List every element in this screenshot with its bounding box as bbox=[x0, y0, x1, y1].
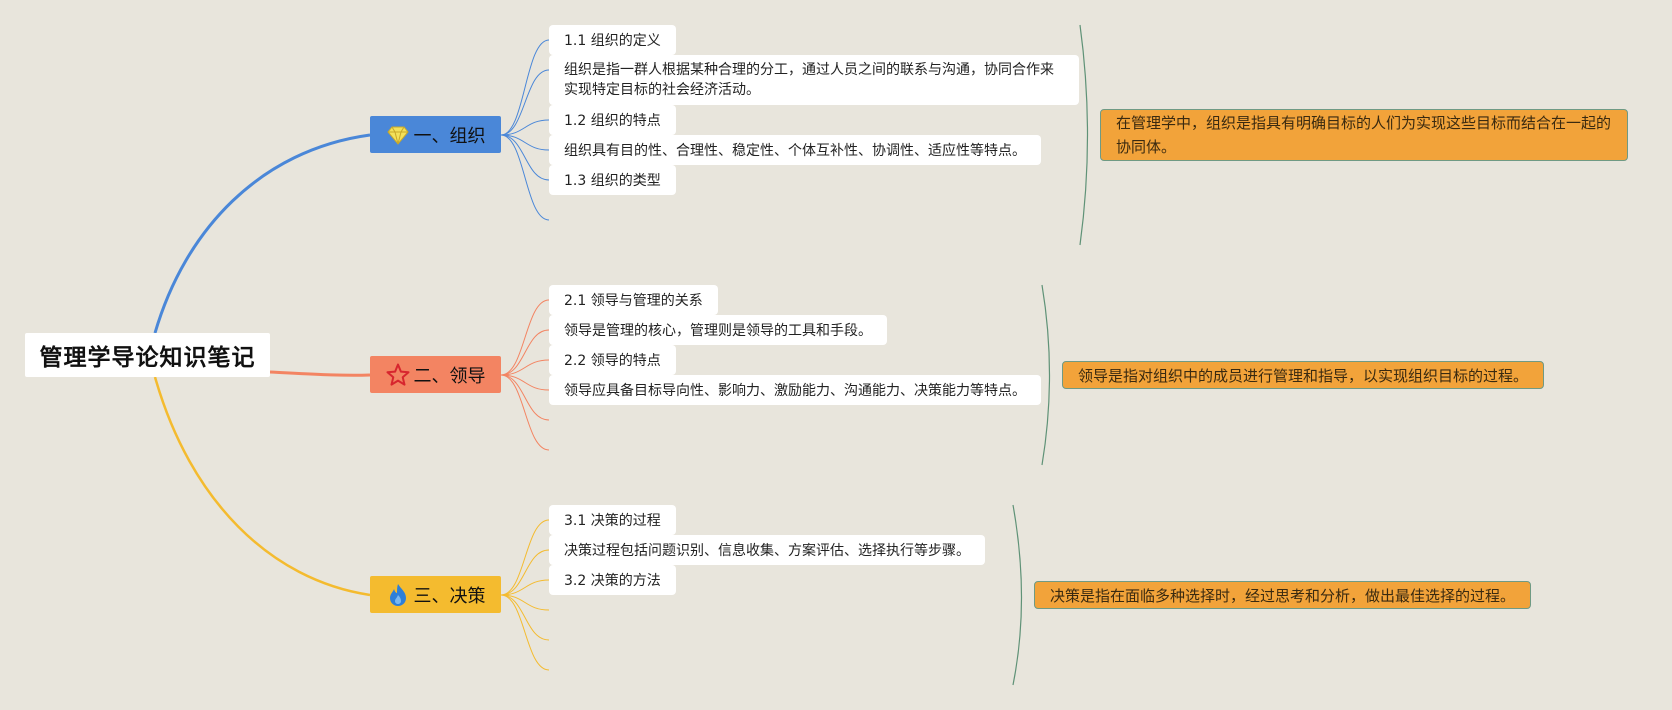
leaf-2-1-detail[interactable]: 领导是管理的核心，管理则是领导的工具和手段。 bbox=[549, 315, 887, 345]
branch-leadership[interactable]: 二、领导 bbox=[370, 356, 501, 393]
branch-decision[interactable]: 三、决策 bbox=[370, 576, 501, 613]
summary-bracket-1 bbox=[1079, 24, 1089, 246]
summary-decision[interactable]: 决策是指在面临多种选择时，经过思考和分析，做出最佳选择的过程。 bbox=[1034, 581, 1532, 609]
leaf-2-2-heading[interactable]: 2.2 领导的特点 bbox=[549, 345, 676, 375]
leaf-1-1-heading[interactable]: 1.1 组织的定义 bbox=[549, 25, 676, 55]
summary-bracket-2 bbox=[1041, 284, 1051, 466]
leaf-1-2-heading[interactable]: 1.2 组织的特点 bbox=[549, 105, 676, 135]
leaf-2-2-detail[interactable]: 领导应具备目标导向性、影响力、激励能力、沟通能力、决策能力等特点。 bbox=[549, 375, 1041, 405]
leaf-1-2-detail[interactable]: 组织具有目的性、合理性、稳定性、个体互补性、协调性、适应性等特点。 bbox=[549, 135, 1041, 165]
leaf-3-1-detail[interactable]: 决策过程包括问题识别、信息收集、方案评估、选择执行等步骤。 bbox=[549, 535, 985, 565]
branch-label: 三、决策 bbox=[413, 585, 486, 607]
branch-label: 二、领导 bbox=[413, 365, 486, 387]
branch3-fan bbox=[500, 519, 550, 671]
summary-bracket-3 bbox=[1012, 504, 1023, 686]
diamond-icon bbox=[386, 123, 410, 147]
summary-leadership[interactable]: 领导是指对组织中的成员进行管理和指导，以实现组织目标的过程。 bbox=[1062, 361, 1545, 389]
branch2-fan bbox=[500, 299, 550, 451]
branch-label: 一、组织 bbox=[413, 125, 486, 147]
leaf-1-1-detail[interactable]: 组织是指一群人根据某种合理的分工，通过人员之间的联系与沟通，协同合作来实现特定目… bbox=[549, 55, 1079, 105]
flame-icon bbox=[386, 583, 410, 607]
branch1-fan bbox=[500, 39, 550, 221]
star-icon bbox=[386, 363, 410, 387]
leaf-1-3-heading[interactable]: 1.3 组织的类型 bbox=[549, 165, 676, 195]
branch-organization[interactable]: 一、组织 bbox=[370, 116, 501, 153]
leaf-2-1-heading[interactable]: 2.1 领导与管理的关系 bbox=[549, 285, 718, 315]
root-branch3-connector bbox=[153, 376, 371, 597]
root-topic[interactable]: 管理学导论知识笔记 bbox=[25, 333, 270, 377]
root-branch1-connector bbox=[153, 133, 371, 334]
leaf-3-2-heading[interactable]: 3.2 决策的方法 bbox=[549, 565, 676, 595]
summary-organization[interactable]: 在管理学中，组织是指具有明确目标的人们为实现这些目标而结合在一起的协同体。 bbox=[1100, 109, 1628, 161]
leaf-3-1-heading[interactable]: 3.1 决策的过程 bbox=[549, 505, 676, 535]
root-branch2-connector bbox=[269, 370, 371, 377]
